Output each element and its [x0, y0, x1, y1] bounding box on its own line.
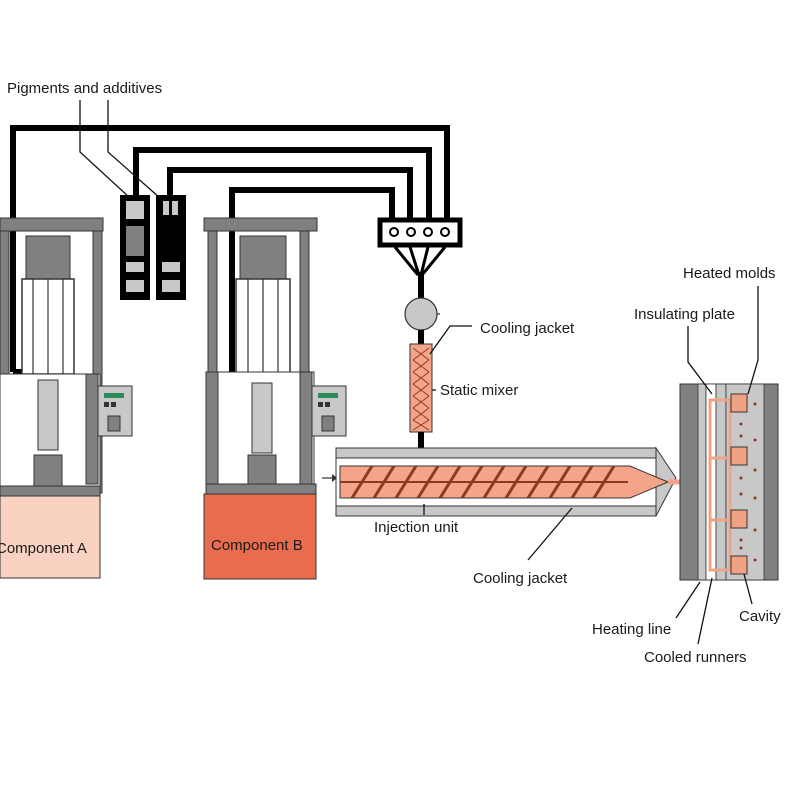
component-b-tank — [203, 493, 317, 580]
feed-line-pigment-1 — [133, 147, 432, 222]
label-cooling-jacket-top: Cooling jacket — [480, 320, 575, 337]
label-component-a: Component A — [0, 540, 87, 557]
label-cooled-runners: Cooled runners — [644, 649, 747, 666]
cavity-2 — [730, 446, 748, 466]
cavity-1 — [730, 393, 748, 413]
label-static-mixer: Static mixer — [440, 382, 518, 399]
control-box-b — [311, 385, 347, 437]
label-injection-unit: Injection unit — [374, 519, 459, 536]
label-component-b: Component B — [211, 537, 303, 554]
component-a-tank — [0, 495, 101, 579]
pigment-cartridges — [120, 195, 186, 300]
feed-line-a — [10, 125, 450, 372]
feed-lines — [10, 125, 450, 385]
label-insulating-plate: Insulating plate — [634, 306, 735, 323]
metering-unit-a — [0, 217, 104, 497]
cavity-3 — [730, 509, 748, 529]
mold — [679, 383, 779, 581]
metering-unit-b — [203, 217, 318, 495]
valve — [404, 297, 440, 344]
leader-lines — [79, 100, 759, 645]
cavity-4 — [730, 555, 748, 575]
feed-line-pigment-2 — [167, 167, 413, 222]
label-heated-molds: Heated molds — [683, 265, 776, 282]
label-cooling-jacket-bottom: Cooling jacket — [473, 570, 568, 587]
injection-unit — [322, 446, 706, 517]
control-box-a — [97, 385, 133, 437]
feed-line-b — [229, 187, 395, 378]
label-heating-line: Heating line — [592, 621, 671, 638]
label-cavity: Cavity — [739, 608, 781, 625]
mixing-head — [377, 217, 463, 300]
label-pigments-and-additives: Pigments and additives — [7, 80, 162, 97]
